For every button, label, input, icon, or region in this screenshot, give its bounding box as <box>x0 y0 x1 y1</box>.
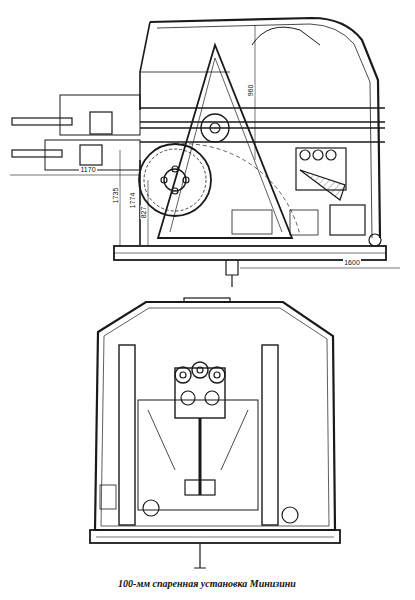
barrel-tube-lower <box>140 128 385 142</box>
barrel-muzzle <box>192 362 208 378</box>
feed-housing <box>330 205 365 235</box>
motor-box <box>232 210 272 234</box>
left-column <box>119 345 135 525</box>
front-view <box>90 298 340 568</box>
barrel-tube-upper <box>140 108 385 122</box>
frame-stiffener <box>170 58 282 232</box>
elevation-arc <box>175 144 300 235</box>
central-post <box>199 418 202 495</box>
handwheel <box>282 507 298 523</box>
figure-caption: 100-мм спаренная установка Минизини <box>118 578 296 589</box>
shield-roof-line <box>140 72 230 73</box>
barrel-upper-forward <box>12 118 72 125</box>
side-view <box>10 18 400 287</box>
barrel-muzzle <box>175 367 191 383</box>
trunnion-frame <box>158 45 292 238</box>
dimension-line <box>255 25 256 160</box>
barrel-lower-forward <box>12 150 62 157</box>
shield-inner-line <box>101 308 329 526</box>
shield-front-edge <box>140 22 150 110</box>
mechanism-wheel <box>369 234 381 246</box>
dimension-line <box>148 180 149 246</box>
dimension-number: 827 <box>141 205 148 219</box>
roller <box>300 150 310 160</box>
bore <box>214 372 220 378</box>
side-box <box>100 485 116 509</box>
base-line <box>114 253 386 254</box>
roof-hatch <box>184 298 230 302</box>
cradle-brace <box>148 410 248 470</box>
hub-hole <box>172 166 178 172</box>
drive-box <box>290 210 318 235</box>
dimension-number: 1774 <box>129 191 136 209</box>
recoil-cylinder <box>205 391 219 405</box>
base-plate <box>90 530 340 543</box>
dimension-line <box>240 268 400 269</box>
hub-hole <box>161 177 167 183</box>
traverse-box <box>185 480 215 495</box>
dimension-line <box>10 175 140 176</box>
shield-inner-line <box>157 24 372 238</box>
bore <box>197 367 203 373</box>
bore <box>180 372 186 378</box>
dimension-number: 1735 <box>112 186 119 204</box>
roof-hatch <box>252 27 320 45</box>
breech-ring <box>90 112 112 134</box>
dimension-number: 1170 <box>79 166 96 173</box>
gun-block <box>175 362 225 418</box>
gear-teeth <box>144 149 206 211</box>
trunnion <box>201 114 229 142</box>
dimension-number: 960 <box>248 83 255 97</box>
base-line <box>96 537 334 538</box>
hub-hole <box>172 188 178 194</box>
elevating-gear <box>139 144 211 216</box>
breech-ring-lower <box>80 145 102 165</box>
pivot-post <box>226 260 238 287</box>
barrel-muzzle <box>209 367 225 383</box>
trunnion-pin <box>210 123 220 133</box>
handwheel <box>143 500 159 516</box>
roller <box>326 150 336 160</box>
dimension-line <box>120 150 121 246</box>
hub-hole <box>183 177 189 183</box>
dimension-number: 1600 <box>343 259 361 266</box>
pivot-post <box>194 543 206 568</box>
hub-holes <box>161 166 189 194</box>
breech-block-upper <box>60 95 140 135</box>
twin-breech <box>175 368 225 418</box>
rammer-tray <box>300 170 345 200</box>
roller <box>313 150 323 160</box>
right-column <box>262 345 278 525</box>
cradle-frame <box>138 400 258 510</box>
recoil-cylinder <box>181 391 195 405</box>
shield-front-outline <box>95 302 335 530</box>
